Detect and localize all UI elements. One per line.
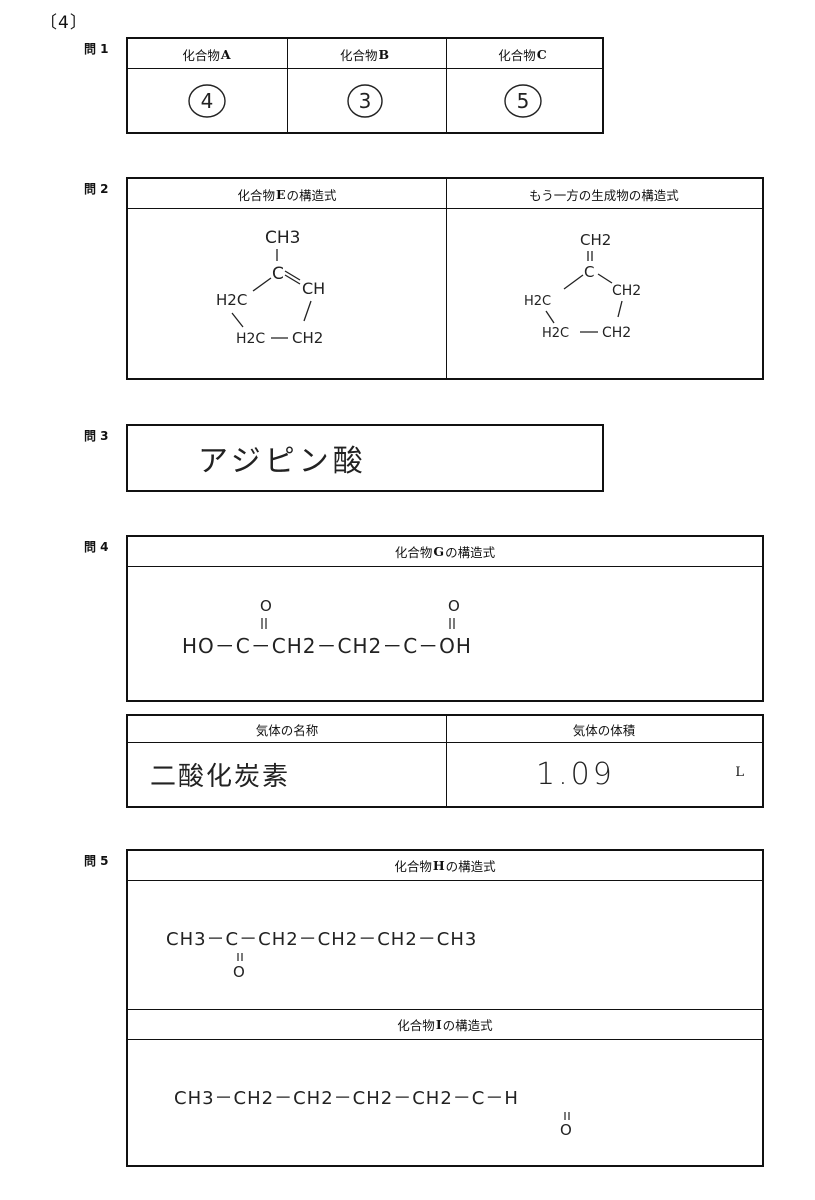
compound-g-structure: O O HO－C－CH2－CH2－C－OH <box>182 597 472 658</box>
svg-text:CH2: CH2 <box>612 283 641 299</box>
q1-answer-a: 4 <box>128 69 286 132</box>
gas-volume-header: 気体の体積 <box>572 723 636 738</box>
q5-i-header: 化合物 I の構造式 <box>128 1010 762 1040</box>
gas-name-header: 気体の名称 <box>255 723 319 738</box>
gas-volume-cell: 1.09 L <box>446 743 762 806</box>
svg-text:H2C: H2C <box>236 331 265 347</box>
svg-text:CH2: CH2 <box>292 329 323 347</box>
gas-volume: 1.09 <box>536 757 615 792</box>
question-3-label: 問 3 <box>84 429 109 443</box>
svg-text:H2C: H2C <box>524 294 551 309</box>
svg-text:3: 3 <box>359 89 372 113</box>
q2-header-right: もう一方の生成物の構造式 <box>529 187 679 203</box>
svg-text:CH3－CH2－CH2－CH2－CH2－C－H: CH3－CH2－CH2－CH2－CH2－C－H <box>174 1088 519 1109</box>
svg-text:O: O <box>560 1121 572 1139</box>
q5-h-header: 化合物 H の構造式 <box>128 851 762 881</box>
q1-answer-b: 3 <box>286 69 444 132</box>
gas-name-cell: 二酸化炭素 <box>128 743 446 806</box>
svg-text:CH3－C－CH2－CH2－CH2－CH3: CH3－C－CH2－CH2－CH2－CH3 <box>166 929 477 950</box>
q4-header: 化合物 G の構造式 <box>128 537 762 567</box>
compound-e-structure: CH3 C CH H2C H2C CH2 <box>216 228 325 347</box>
svg-text:CH3: CH3 <box>265 228 300 248</box>
svg-text:O: O <box>448 597 460 615</box>
svg-text:4: 4 <box>201 89 214 113</box>
compound-h-structure: CH3－C－CH2－CH2－CH2－CH3 O <box>166 929 477 981</box>
question-2-label: 問 2 <box>84 182 109 196</box>
q3-answer: アジピン酸 <box>198 444 367 479</box>
svg-text:CH2: CH2 <box>580 231 611 249</box>
svg-text:C: C <box>272 264 284 284</box>
q1-answer-c: 5 <box>444 69 602 132</box>
svg-text:C: C <box>584 263 594 281</box>
svg-text:5: 5 <box>517 89 530 113</box>
question-1-label: 問 1 <box>84 42 109 56</box>
svg-text:O: O <box>233 963 245 981</box>
q2-header-left: 化合物 E の構造式 <box>237 186 337 203</box>
q5-answer-box: 化合物 H の構造式 CH3－C－CH2－CH2－CH2－CH3 O 化合物 I… <box>126 849 764 1167</box>
q3-answer-box: アジピン酸 <box>126 424 604 492</box>
svg-text:CH: CH <box>302 279 325 298</box>
svg-text:CH2: CH2 <box>602 325 631 341</box>
svg-text:O: O <box>260 597 272 615</box>
question-5-label: 問 5 <box>84 854 109 868</box>
gas-name: 二酸化炭素 <box>150 762 291 792</box>
compound-i-structure: CH3－CH2－CH2－CH2－CH2－C－H O <box>174 1088 572 1139</box>
q2-answer-table: 化合物 E の構造式 もう一方の生成物の構造式 CH3 C CH H2C H2C… <box>126 177 764 380</box>
svg-text:HO－C－CH2－CH2－C－OH: HO－C－CH2－CH2－C－OH <box>182 634 472 658</box>
section-number: 〔4〕 <box>40 13 88 33</box>
other-product-structure: CH2 C CH2 H2C H2C CH2 <box>524 231 641 341</box>
svg-text:H2C: H2C <box>542 326 569 341</box>
svg-text:H2C: H2C <box>216 291 247 309</box>
volume-unit: L <box>735 765 744 780</box>
q4-structure-box: 化合物 G の構造式 O O HO－C－CH2－CH2－C－OH <box>126 535 764 702</box>
question-4-label: 問 4 <box>84 540 109 554</box>
q4-gas-table: 気体の名称 気体の体積 二酸化炭素 1.09 L <box>126 714 764 808</box>
